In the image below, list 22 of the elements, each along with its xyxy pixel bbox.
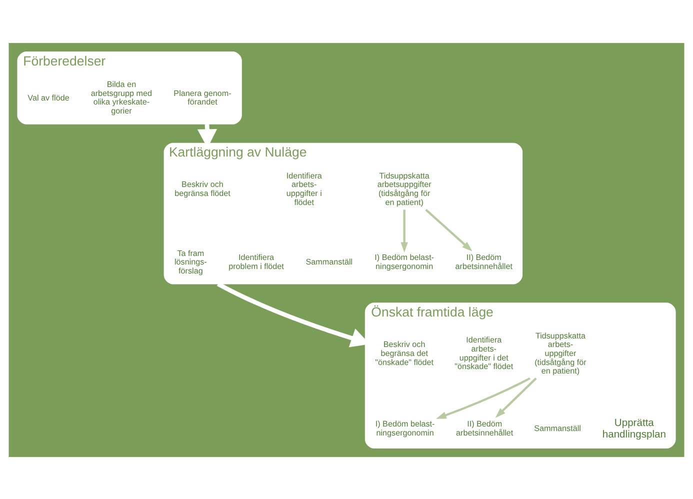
node-text: I) Bedöm belast- ningsergonomin bbox=[375, 419, 435, 437]
node-text: Identifiera arbets- uppgifter i det "önskade" flödet bbox=[454, 335, 514, 371]
node-text: Upprätta handlingsplan bbox=[602, 418, 666, 440]
node-text: Tidsuppskatta arbets- uppgifter (tidsåtgång för en patient) bbox=[534, 330, 586, 376]
arrow bbox=[425, 208, 472, 251]
arrow bbox=[436, 376, 530, 418]
node-text: II) Bedöm arbetsinnehållet bbox=[456, 419, 514, 437]
node-text: Val av flöde bbox=[28, 92, 70, 102]
node-text: Beskriv och begränsa det "önskade" flödet bbox=[375, 340, 434, 366]
node-text: II) Bedöm arbetsinnehållet bbox=[455, 252, 512, 271]
node-text: Ta fram lösnings- förslag bbox=[174, 248, 207, 275]
node-text: I) Bedöm belast- ningsergonomin bbox=[374, 252, 434, 271]
node-text: Identifiera problem i flödet bbox=[228, 252, 284, 271]
node-text: Sammanställ bbox=[306, 257, 353, 266]
node-text: Identifiera arbets- uppgifter i flödet bbox=[286, 170, 322, 206]
arrow bbox=[495, 377, 537, 418]
node-text: Planera genom- förandet bbox=[174, 88, 232, 106]
node-text: Sammanställ bbox=[534, 424, 581, 433]
node-text: Tidsuppskatta arbetsuppgifter (tidsåtgång för en patient) bbox=[377, 170, 432, 206]
node-text: Bilda en arbetsgrupp med olika yrkeskate- gorier bbox=[90, 80, 152, 116]
node-text: Beskriv och begränsa flödet bbox=[174, 180, 230, 198]
arrow bbox=[400, 209, 408, 252]
